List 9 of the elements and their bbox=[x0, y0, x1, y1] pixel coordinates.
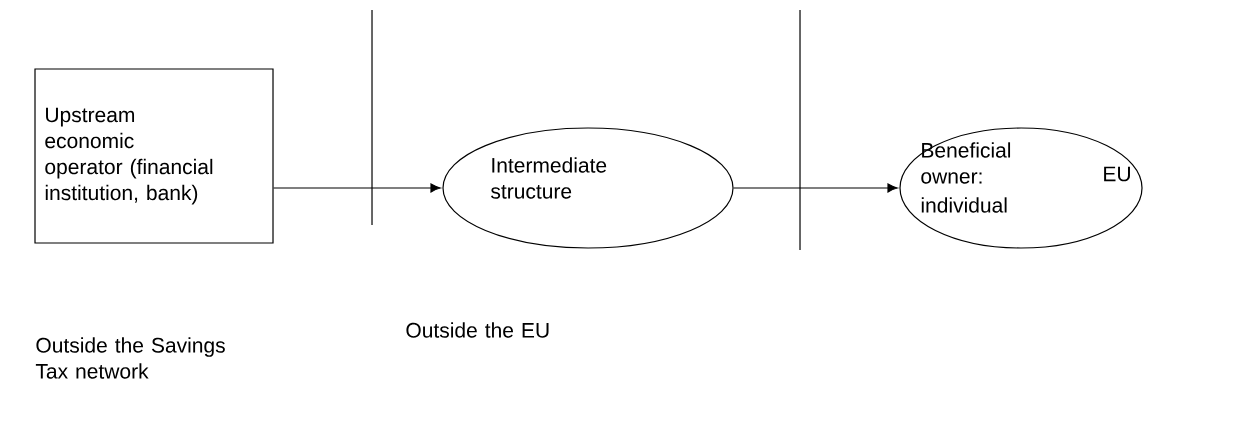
region-label: Outside the Savings Tax network bbox=[35, 337, 225, 379]
node-text: Upstream economic operator (financial institution, bank) bbox=[45, 107, 213, 205]
node-text: EU bbox=[1104, 166, 1130, 182]
arrow bbox=[273, 183, 441, 193]
region-label: Outside the EU bbox=[406, 322, 549, 338]
node-text: Intermediate structure bbox=[491, 157, 607, 199]
node-text: Beneficial owner: bbox=[921, 142, 1011, 184]
node-text: individual bbox=[921, 197, 1007, 213]
arrow bbox=[733, 183, 898, 193]
